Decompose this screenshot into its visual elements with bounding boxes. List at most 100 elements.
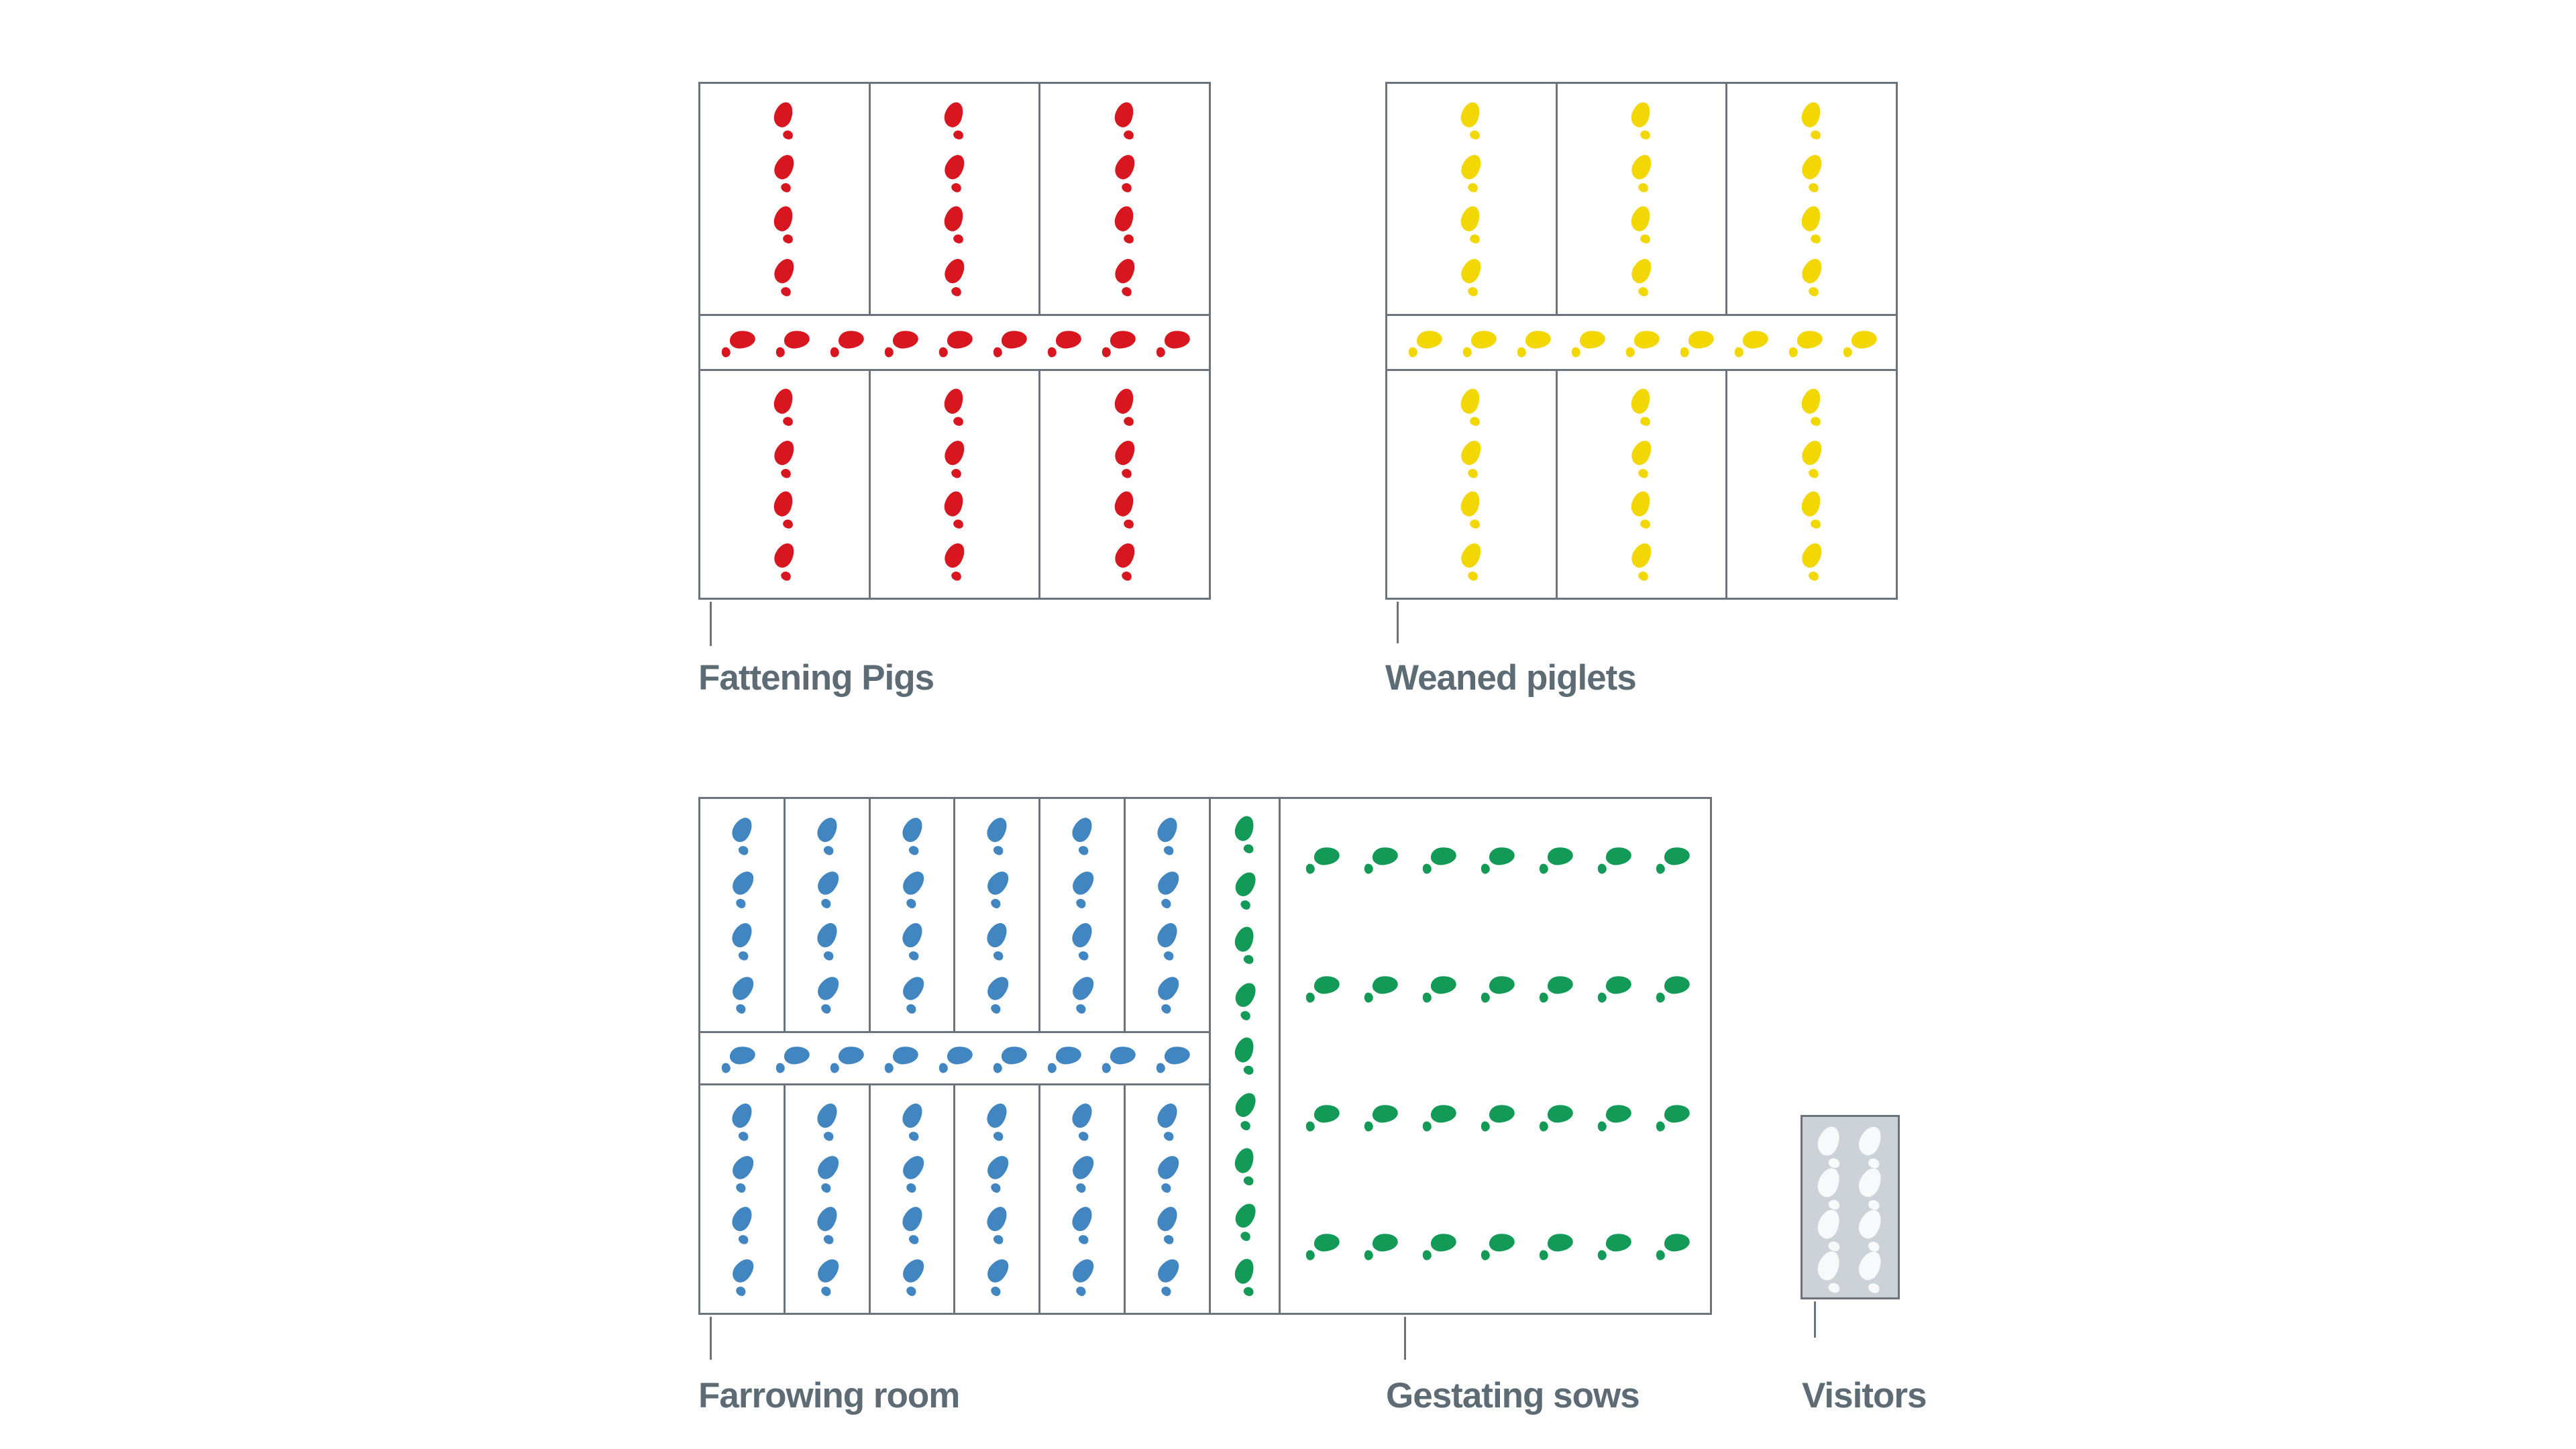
- pen: [868, 1085, 954, 1313]
- footprint-icon: [1068, 814, 1097, 857]
- footprint-icon: [1150, 867, 1184, 910]
- footprint-icon: [1854, 1248, 1886, 1295]
- footprint-icon: [983, 1203, 1012, 1246]
- footprint-icon: [1111, 256, 1139, 299]
- footprint-icon: [1593, 1230, 1635, 1261]
- weaned-piglets-label: Weaned piglets: [1385, 658, 1637, 698]
- footprint-icon: [728, 814, 757, 857]
- footprint-icon: [1457, 437, 1485, 480]
- footprint-icon: [1476, 843, 1518, 875]
- footprint-icon: [1511, 327, 1554, 358]
- sow-walking-row: [1305, 1227, 1691, 1265]
- footprint-icon: [812, 1203, 841, 1246]
- gestating-sows-area: [1281, 799, 1710, 1313]
- footprint-icon: [725, 972, 759, 1016]
- footprint-icon: [1457, 256, 1485, 299]
- footprint-icon: [941, 256, 969, 299]
- pen: [1555, 371, 1726, 598]
- weaned-piglets-box: [1385, 82, 1898, 600]
- footprint-icon: [1231, 813, 1257, 855]
- weaned-pens-top: [1387, 84, 1896, 314]
- pen: [783, 1085, 869, 1313]
- pen: [700, 799, 784, 1031]
- footprint-icon: [725, 1152, 759, 1195]
- footprint-icon: [1230, 868, 1260, 912]
- fattening-tick-line: [710, 602, 712, 646]
- footprint-icon: [812, 814, 841, 857]
- footprint-icon: [1651, 843, 1693, 875]
- footprint-icon: [983, 1100, 1012, 1143]
- footprint-icon: [1151, 1042, 1193, 1074]
- footprint-icon: [1476, 1101, 1518, 1132]
- footprint-icon: [1854, 1165, 1886, 1212]
- pen: [1555, 84, 1726, 314]
- footprint-icon: [771, 386, 796, 428]
- footprint-icon: [1417, 972, 1460, 1004]
- footprint-icon: [1231, 1256, 1257, 1297]
- footprint-icon: [1854, 1206, 1886, 1254]
- gestating-tick-line: [1404, 1317, 1406, 1360]
- footprint-icon: [895, 972, 928, 1016]
- footprint-icon: [1150, 1152, 1184, 1195]
- footprint-icon: [1798, 151, 1826, 194]
- footprint-icon: [812, 920, 841, 963]
- footprint-icon: [770, 327, 812, 358]
- sow-walking-row: [1305, 841, 1691, 878]
- pen: [1038, 799, 1124, 1031]
- footprint-icon: [941, 99, 967, 141]
- weaned-corridor: [1387, 314, 1896, 371]
- footprint-icon: [716, 1042, 758, 1074]
- footprint-icon: [1301, 1230, 1343, 1261]
- footprint-icon: [1111, 151, 1139, 194]
- footprint-icon: [1301, 1101, 1343, 1132]
- footprint-icon: [1230, 1089, 1260, 1132]
- footprint-icon: [1458, 99, 1483, 141]
- footprint-icon: [725, 867, 759, 910]
- green-vertical-corridor: [1211, 799, 1281, 1313]
- footprint-icon: [1627, 151, 1656, 194]
- footprint-icon: [1854, 1123, 1886, 1171]
- footprint-icon: [1799, 489, 1823, 531]
- footprint-icon: [1153, 1203, 1182, 1246]
- farrowing-tick-line: [710, 1317, 712, 1360]
- pen: [953, 799, 1038, 1031]
- visitors-tick-line: [1814, 1301, 1816, 1338]
- footprint-icon: [810, 1152, 844, 1195]
- pen: [1387, 84, 1556, 314]
- footprint-icon: [1153, 814, 1182, 857]
- farrowing-pens-bottom: [700, 1085, 1209, 1313]
- footprint-icon: [1112, 99, 1136, 141]
- footprint-icon: [1111, 539, 1139, 582]
- footprint-icon: [1534, 1230, 1576, 1261]
- footprint-icon: [1231, 1145, 1257, 1187]
- pen: [700, 84, 869, 314]
- footprint-icon: [1627, 539, 1656, 582]
- footprint-icon: [1593, 843, 1635, 875]
- footprint-icon: [770, 256, 798, 299]
- footprint-icon: [988, 1042, 1030, 1074]
- farrowing-room-label: Farrowing room: [698, 1376, 960, 1415]
- footprint-icon: [1301, 972, 1343, 1004]
- pen: [783, 799, 869, 1031]
- footprint-icon: [1798, 256, 1826, 299]
- footprint-icon: [1838, 327, 1880, 358]
- footprint-icon: [1068, 1203, 1097, 1246]
- footprint-icon: [1799, 204, 1823, 246]
- footprint-icon: [1065, 972, 1099, 1016]
- fattening-corridor: [700, 314, 1209, 371]
- footprint-icon: [879, 327, 921, 358]
- footprint-icon: [941, 489, 967, 531]
- footprint-icon: [1651, 1230, 1693, 1261]
- pen: [1124, 799, 1209, 1031]
- footprint-icon: [898, 814, 926, 857]
- footprint-icon: [1359, 1101, 1401, 1132]
- footprint-icon: [771, 204, 796, 246]
- footprint-icon: [1628, 489, 1654, 531]
- fattening-pigs-box: [698, 82, 1211, 600]
- footprint-icon: [1784, 327, 1826, 358]
- footprint-icon: [1111, 437, 1139, 480]
- gestating-sows-label: Gestating sows: [1386, 1376, 1640, 1415]
- footprint-icon: [1566, 327, 1608, 358]
- footprint-icon: [812, 1100, 841, 1143]
